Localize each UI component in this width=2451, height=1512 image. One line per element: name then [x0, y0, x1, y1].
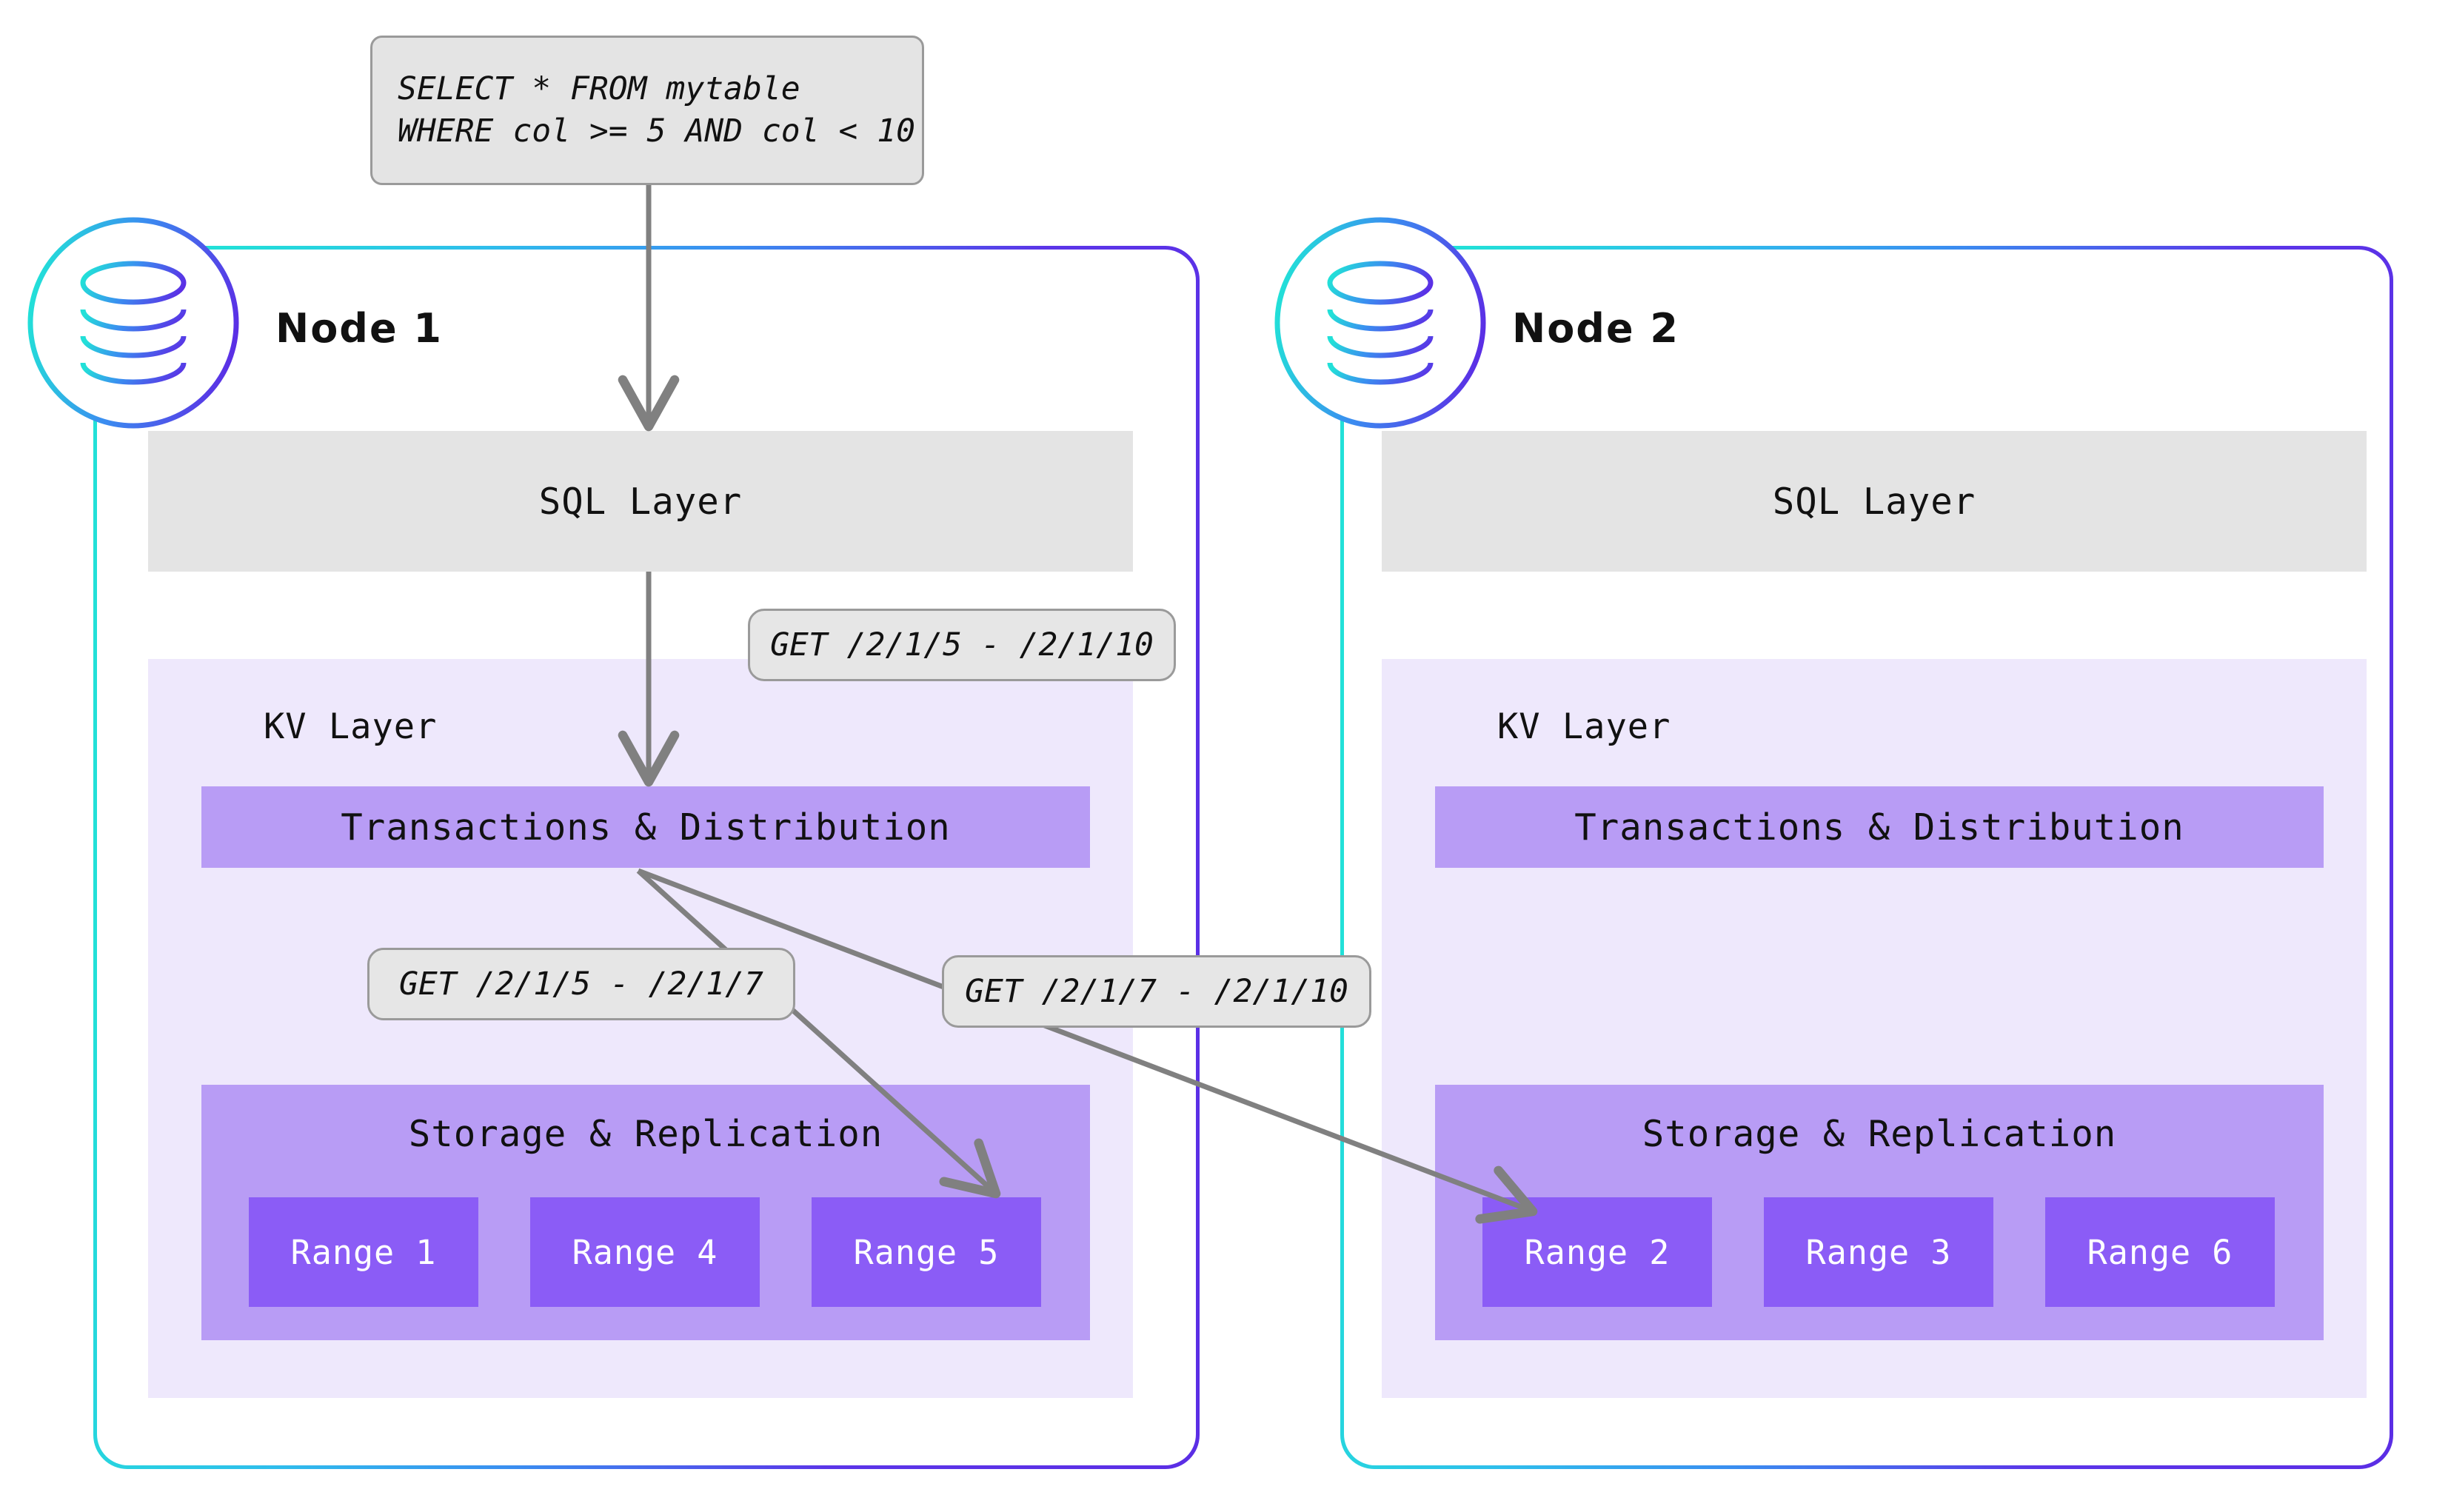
- node-2-title: Node 2: [1512, 305, 1679, 352]
- node-1-range-label-2: Range 5: [853, 1232, 1000, 1272]
- callout-kv-request: GET /2/1/5 - /2/1/10: [748, 609, 1176, 681]
- sql-query-line-1: WHERE col >= 5 AND col < 10: [398, 113, 915, 150]
- node-2-transactions-bar: Transactions & Distribution: [1435, 786, 2324, 868]
- node-1-transactions-bar: Transactions & Distribution: [201, 786, 1090, 868]
- node-2-sql-layer-label: SQL Layer: [1772, 480, 1976, 523]
- node-1-sql-layer-label: SQL Layer: [538, 480, 743, 523]
- node-1-range-box-1[interactable]: Range 4: [530, 1197, 760, 1307]
- node-2-range-label-2: Range 6: [2087, 1232, 2233, 1272]
- sql-query-line-0: SELECT * FROM mytable: [398, 70, 800, 108]
- callout-range-remote: GET /2/1/7 - /2/1/10: [942, 955, 1371, 1028]
- callout-kv-request-label: GET /2/1/5 - /2/1/10: [770, 626, 1154, 663]
- node-1-transactions-label: Transactions & Distribution: [341, 806, 951, 849]
- node-2-database-icon: [1272, 215, 1488, 431]
- node-2-range-label-1: Range 3: [1805, 1232, 1952, 1272]
- node-2-range-box-0[interactable]: Range 2: [1482, 1197, 1712, 1307]
- node-1-range-box-0[interactable]: Range 1: [249, 1197, 478, 1307]
- node-1-sql-layer: SQL Layer: [148, 431, 1133, 572]
- node-2-transactions-label: Transactions & Distribution: [1574, 806, 2184, 849]
- node-1-storage-label: Storage & Replication: [408, 1113, 883, 1155]
- node-2-range-box-1[interactable]: Range 3: [1764, 1197, 1993, 1307]
- node-1-title: Node 1: [275, 305, 443, 352]
- node-1-range-label-1: Range 4: [572, 1232, 718, 1272]
- node-2-storage-label: Storage & Replication: [1642, 1113, 2117, 1155]
- node-2-sql-layer: SQL Layer: [1382, 431, 2367, 572]
- node-1-database-icon: [25, 215, 241, 431]
- callout-range-local: GET /2/1/5 - /2/1/7: [367, 948, 795, 1020]
- node-1-range-box-2[interactable]: Range 5: [812, 1197, 1041, 1307]
- node-2-range-box-2[interactable]: Range 6: [2045, 1197, 2275, 1307]
- node-2-kv-layer-label: KV Layer: [1497, 706, 1671, 747]
- callout-range-remote-label: GET /2/1/7 - /2/1/10: [965, 973, 1348, 1010]
- sql-query-box: SELECT * FROM mytable WHERE col >= 5 AND…: [370, 36, 924, 185]
- node-2-range-label-0: Range 2: [1524, 1232, 1671, 1272]
- node-1-kv-layer-label: KV Layer: [264, 706, 438, 747]
- callout-range-local-label: GET /2/1/5 - /2/1/7: [399, 966, 763, 1003]
- node-1-range-label-0: Range 1: [290, 1232, 437, 1272]
